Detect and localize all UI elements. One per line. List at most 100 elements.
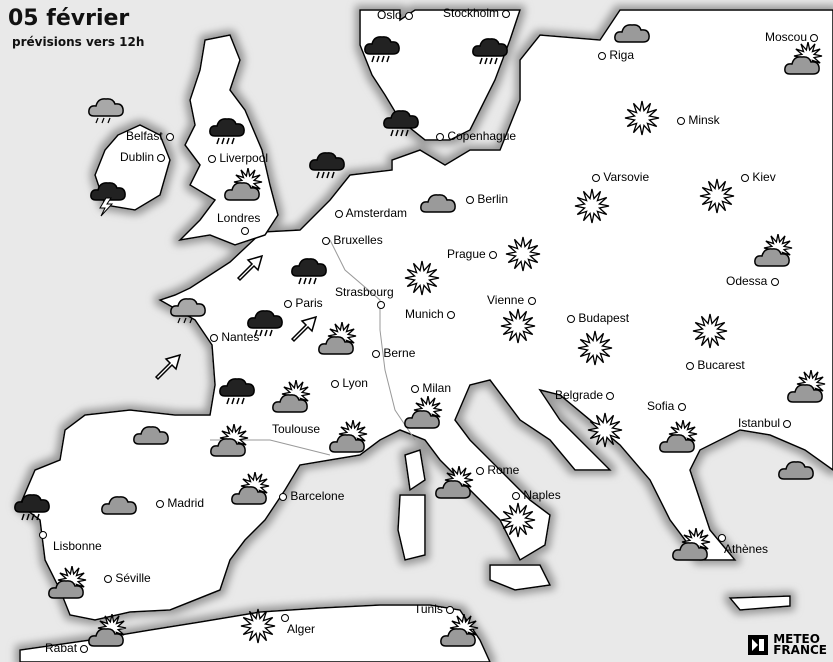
city-dot-icon (502, 9, 511, 18)
sun-icon (240, 608, 276, 644)
city-dot-icon (489, 250, 498, 259)
sun-icon (404, 260, 440, 296)
logo-line2: FRANCE (773, 643, 827, 657)
city-dot-icon (405, 11, 414, 20)
city-athenes: Athènes (718, 531, 768, 555)
sun-cloud-icon (754, 234, 793, 267)
corsica-land (404, 449, 426, 492)
city-odessa: Odessa (726, 275, 779, 287)
sun-cloud-icon (440, 614, 479, 647)
city-dot-icon (335, 209, 343, 218)
city-sofia: Sofia (647, 400, 686, 412)
city-nantes: Nantes (210, 331, 259, 343)
city-dot-icon (322, 236, 330, 245)
city-madrid: Madrid (156, 497, 204, 509)
city-dot-icon (592, 173, 600, 182)
city-dot-icon (279, 492, 287, 501)
sun-icon (500, 502, 536, 538)
city-dot-icon (210, 333, 218, 342)
sardinia-land (397, 494, 426, 561)
sun-icon (577, 330, 613, 366)
city-dot-icon (718, 533, 726, 542)
city-lisbonne: Lisbonne (39, 528, 102, 552)
city-londres: Londres (217, 212, 260, 236)
map-date: 05 février (8, 6, 130, 31)
rain-cloud-icon (14, 494, 50, 521)
city-bruxelles: Bruxelles (322, 234, 383, 246)
city-naples: Naples (512, 489, 561, 501)
city-tunis: Tunis (414, 603, 455, 615)
sun-cloud-icon (48, 566, 87, 599)
city-stockholm: Stockholm (443, 7, 511, 19)
sun-cloud-icon (224, 168, 263, 201)
city-dot-icon (686, 361, 694, 370)
city-dot-icon (436, 132, 444, 141)
sun-cloud-icon (231, 472, 270, 505)
city-dot-icon (567, 314, 575, 323)
europe-land (19, 9, 833, 621)
city-seville: Séville (104, 572, 151, 584)
city-berne: Berne (372, 347, 415, 359)
city-strasbourg: Strasbourg (335, 286, 394, 310)
city-oslo: Oslo (377, 9, 414, 21)
city-dot-icon (447, 310, 456, 319)
meteo-france-logo: METEO FRANCE (747, 632, 827, 657)
rain-cloud-icon (219, 378, 255, 405)
city-dot-icon (166, 132, 175, 141)
city-belgrade: Belgrade (555, 389, 615, 401)
city-budapest: Budapest (567, 312, 629, 324)
city-dot-icon (606, 391, 615, 400)
crete-land (728, 595, 791, 611)
city-rome: Rome (476, 464, 519, 476)
city-dublin: Dublin (120, 151, 166, 163)
city-dot-icon (80, 644, 89, 653)
city-amsterdam: Amsterdam (335, 207, 407, 219)
sun-cloud-icon (784, 42, 823, 75)
city-dot-icon (527, 296, 536, 305)
city-lyon: Lyon (331, 377, 368, 389)
city-dot-icon (770, 277, 779, 286)
city-dot-icon (677, 116, 685, 125)
storm-icon (90, 182, 126, 217)
sicily-land (489, 564, 552, 591)
light-rain-cloud-icon (88, 98, 124, 124)
cloud-icon (614, 24, 650, 43)
city-copenhague: Copenhague (436, 130, 516, 142)
city-dot-icon (331, 379, 339, 388)
city-kiev: Kiev (741, 171, 776, 183)
meteo-france-logo-icon (748, 635, 769, 655)
city-bucarest: Bucarest (686, 359, 745, 371)
city-berlin: Berlin (466, 193, 508, 205)
sun-icon (505, 236, 541, 272)
rain-cloud-icon (209, 118, 245, 145)
city-dot-icon (741, 173, 749, 182)
city-dot-icon (157, 153, 166, 162)
city-dot-icon (372, 349, 380, 358)
city-dot-icon (104, 574, 112, 583)
rain-cloud-icon (472, 38, 508, 65)
city-rabat: Rabat (45, 642, 89, 654)
sun-cloud-icon (210, 424, 249, 457)
city-dot-icon (476, 466, 484, 475)
logo-line1: METEO (773, 632, 820, 646)
city-belfast: Belfast (126, 130, 175, 142)
city-dot-icon (446, 605, 455, 614)
light-rain-cloud-icon (170, 298, 206, 324)
sun-cloud-icon (404, 396, 443, 429)
cloud-icon (101, 496, 137, 515)
city-munich: Munich (405, 308, 456, 320)
city-moscou: Moscou (765, 31, 819, 43)
city-dot-icon (281, 613, 289, 622)
sun-cloud-icon (318, 322, 357, 355)
sun-cloud-icon (435, 466, 474, 499)
city-dot-icon (411, 384, 419, 393)
map-subtitle: prévisions vers 12h (12, 35, 145, 49)
rain-cloud-icon (309, 152, 345, 179)
sun-icon (692, 313, 728, 349)
city-dot-icon (810, 33, 819, 42)
sun-cloud-icon (672, 528, 711, 561)
city-barcelone: Barcelone (279, 490, 344, 502)
cloud-icon (778, 461, 814, 480)
sun-icon (500, 308, 536, 344)
